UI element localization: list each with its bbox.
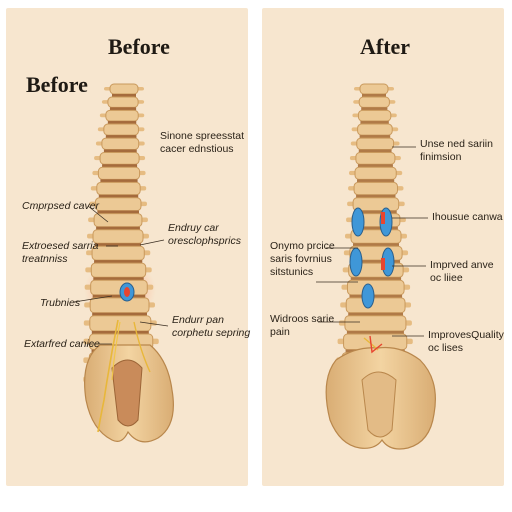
before-vertebra (89, 297, 150, 314)
before-vertebra (94, 197, 142, 212)
label-onymo: Onymo prcice saris fovrnius sitstunics (270, 240, 335, 278)
before-disc (105, 135, 137, 139)
after-vertebra (353, 181, 398, 196)
after-spine (325, 83, 436, 450)
before-disc (98, 194, 139, 198)
after-title: After (360, 34, 411, 59)
before-spine (83, 83, 174, 443)
label-trubnies: Trubnies (40, 297, 81, 309)
after-vertebra (358, 96, 390, 108)
before-vertebra (105, 109, 139, 122)
after-vertebra (346, 279, 405, 296)
after-vertebra (357, 123, 393, 136)
after-disc (346, 331, 404, 334)
after-disc (353, 243, 399, 247)
healthy-disc-3 (349, 247, 363, 277)
after-disc (357, 179, 395, 183)
after-vertebra (354, 166, 397, 180)
after-disc (361, 107, 388, 111)
before-disc (102, 164, 138, 168)
before-nerve-left (97, 319, 119, 433)
before-disc (112, 94, 136, 97)
after-disc (350, 277, 402, 281)
after-disc (356, 194, 396, 198)
healthy-disc-1 (351, 207, 365, 237)
after-vertebra (357, 109, 392, 122)
before-vertebra (99, 152, 140, 165)
label-endruy: Endruy car oresclophsprics (168, 222, 241, 247)
before-disc (100, 179, 138, 183)
after-vertebra (356, 137, 395, 151)
before-vertebra (96, 181, 141, 196)
before-vertebra (91, 245, 145, 261)
after-disc (355, 210, 397, 214)
before-disc (96, 226, 140, 230)
before-disc (103, 149, 137, 153)
before-disc (95, 243, 142, 247)
after-vertebra (355, 152, 396, 165)
leader-lines (73, 146, 428, 345)
label-imprved: Imprved anve oc liiee (430, 259, 494, 284)
before-disc (94, 260, 143, 264)
before-vertebra (103, 123, 139, 136)
after-disc (360, 121, 389, 125)
label-ihousue: Ihousue canwa (432, 211, 503, 223)
after-disc (351, 260, 401, 264)
after-disc (362, 94, 386, 97)
before-disc (92, 294, 146, 298)
healthy-disc-5 (361, 283, 375, 309)
leader-line (139, 321, 169, 327)
after-disc (359, 135, 391, 139)
label-extroesed: Extroesed sarria treatnniss (22, 240, 99, 265)
label-extarfred: Extarfred canice (24, 338, 100, 350)
before-disc (97, 210, 139, 214)
before-disc (91, 331, 149, 334)
leader-line (73, 295, 113, 303)
panel-divider (254, 8, 258, 486)
after-vertebra (359, 83, 389, 95)
before-vertebra (90, 279, 148, 296)
before-nerve-right (133, 321, 151, 373)
before-side-title: Before (26, 72, 88, 97)
before-disc (93, 277, 144, 281)
label-widroos: Widroos sarie pain (270, 313, 335, 338)
label-pressure: Sinone spreesstat cacer ednstious (160, 130, 245, 155)
before-title: Before (108, 34, 170, 59)
before-vertebra (97, 166, 141, 180)
leader-line (139, 239, 165, 246)
after-disc (348, 312, 404, 316)
before-disc (109, 107, 137, 111)
before-vertebra (107, 96, 139, 108)
label-compressed: Cmprpsed caver (22, 200, 100, 212)
after-vertebra (345, 297, 406, 314)
before-disc (107, 121, 137, 125)
label-unse: Unse ned sariin finimsion (420, 138, 493, 163)
before-vertebra (92, 229, 144, 244)
after-disc (358, 149, 392, 153)
label-improves: ImprovesQuality oc lises (428, 329, 504, 354)
before-vertebra (109, 83, 139, 95)
after-vertebra (344, 315, 407, 332)
leader-line (87, 205, 109, 223)
after-disc (349, 294, 403, 298)
label-endurr: Endurr pan corphetu sepring (172, 314, 251, 339)
after-disc (354, 226, 398, 230)
before-disc (92, 312, 147, 316)
before-vertebra (90, 262, 147, 278)
after-disc (357, 164, 393, 168)
before-vertebra (101, 137, 140, 151)
before-vertebra (93, 213, 143, 228)
